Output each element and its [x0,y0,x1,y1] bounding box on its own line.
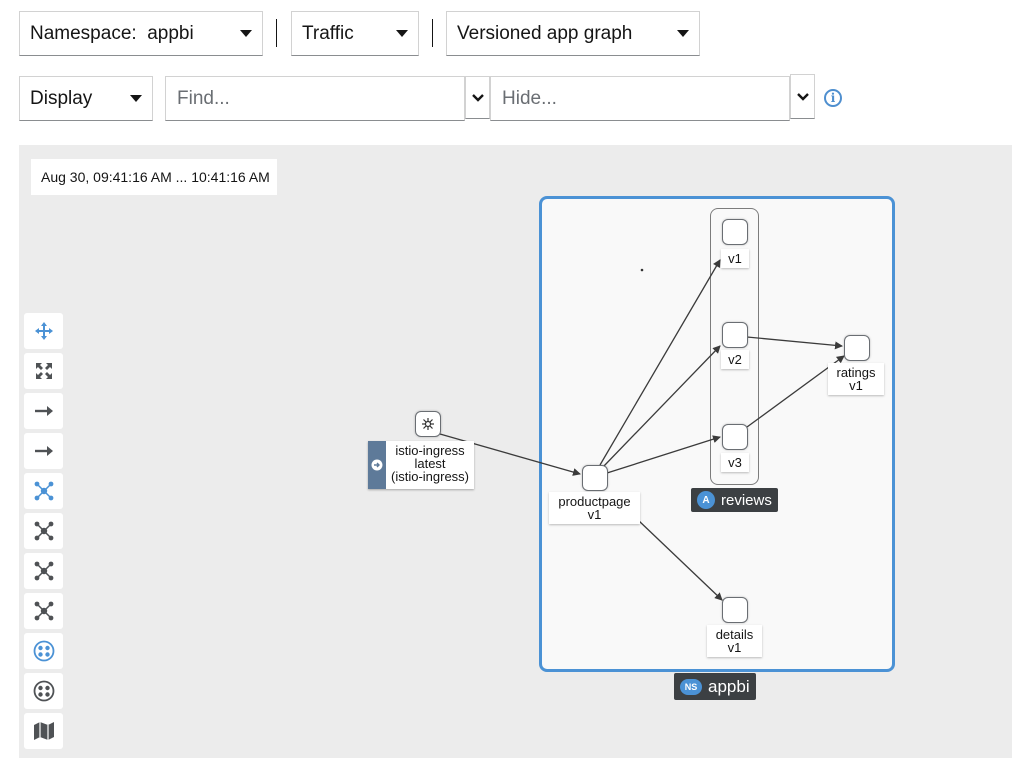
graph-type-dropdown-label: Versioned app graph [457,22,633,44]
zoom-out-button[interactable] [24,433,63,469]
entry-point-marker [368,441,386,489]
productpage-name: productpage [558,494,631,509]
edge-reviews-v2-ratings[interactable] [746,336,843,350]
hide-history-toggle[interactable] [790,74,815,119]
ingress-version: latest [414,456,446,471]
productpage-label: productpage v1 [549,492,640,524]
edge-productpage-reviews-v3[interactable] [606,435,721,474]
namespace-badge-name: appbi [708,676,750,696]
node-boxing-button[interactable] [24,673,63,709]
info-icon[interactable]: i [824,89,842,107]
edge-reviews-v3-ratings[interactable] [746,355,845,428]
traffic-dropdown-label: Traffic [302,22,354,44]
ratings-name: ratings [836,365,876,380]
toolbar-divider [432,19,433,47]
layout-1-button[interactable] [24,513,63,549]
reviews-v3-version: v3 [728,455,742,470]
topology-icon [34,521,53,541]
traffic-dropdown[interactable]: Traffic [291,11,419,56]
find-input[interactable] [165,76,465,121]
chevron-down-icon [677,30,689,37]
reviews-v2-version: v2 [728,352,742,367]
topology-icon [34,561,53,581]
node-reviews-v1[interactable] [722,219,748,245]
edge-productpage-reviews-v1[interactable] [599,259,721,466]
chevron-down-icon [130,95,142,102]
arrow-right-circle-icon [371,459,383,471]
node-layout-icon [33,680,54,702]
zoom-in-button[interactable] [24,393,63,429]
map-icon [33,722,54,740]
toolbar-divider [276,19,277,47]
details-version: v1 [727,640,742,655]
ratings-version: v1 [849,378,863,393]
edge-productpage-details[interactable] [637,519,723,601]
arrow-right-icon [34,406,53,416]
pan-icon [34,322,53,340]
node-details[interactable] [722,597,748,623]
chevron-down-icon [796,92,809,101]
app-badge-letter: A [697,491,715,509]
arrow-right-icon [34,446,53,456]
pan-button[interactable] [24,313,63,349]
namespace-boxing-button[interactable] [24,633,63,669]
reviews-v1-label: v1 [721,249,749,268]
layout-2-button[interactable] [24,553,63,589]
legend-button[interactable] [24,713,63,749]
reviews-v1-version: v1 [728,251,742,266]
namespace-layout-icon [33,640,54,662]
node-reviews-v2[interactable] [722,322,748,348]
namespace-badge-letter: NS [680,678,702,695]
chevron-down-icon [240,30,252,37]
edge-productpage-reviews-v2[interactable] [602,345,721,468]
display-dropdown-label: Display [30,87,93,109]
node-reviews-v3[interactable] [722,424,748,450]
namespace-dropdown[interactable]: Namespace: appbi [19,11,263,56]
ingress-workload: (istio-ingress) [391,469,470,484]
find-history-toggle[interactable] [465,76,490,119]
app-box-reviews[interactable] [710,208,759,485]
time-range-badge: Aug 30, 09:41:16 AM ... 10:41:16 AM [31,159,277,195]
topology-icon [34,481,53,501]
time-range-text: Aug 30, 09:41:16 AM ... 10:41:16 AM [41,169,270,185]
edge-ingress-productpage[interactable] [439,433,581,476]
display-dropdown[interactable]: Display [19,76,153,121]
expand-icon [35,363,52,379]
fit-button[interactable] [24,353,63,389]
app-badge-name: reviews [721,491,772,509]
ratings-label: ratings v1 [828,363,884,395]
node-productpage[interactable] [582,465,608,491]
chevron-down-icon [396,30,408,37]
ingress-name: istio-ingress [395,443,465,458]
hide-input[interactable] [490,76,790,121]
details-name: details [715,627,754,642]
node-istio-ingress[interactable] [415,411,441,437]
reviews-v2-label: v2 [721,350,749,369]
stray-dot [640,268,644,272]
reviews-v3-label: v3 [721,453,749,472]
productpage-version: v1 [587,507,602,522]
node-ratings[interactable] [844,335,870,361]
app-badge-reviews: A reviews [691,488,778,512]
graph-type-dropdown[interactable]: Versioned app graph [446,11,700,56]
namespace-dropdown-label: Namespace: appbi [30,22,194,44]
ingress-label: istio-ingress latest (istio-ingress) [368,441,475,489]
details-label: details v1 [707,625,762,657]
gateway-icon [422,418,434,430]
graph-edges [439,259,845,601]
layout-3-button[interactable] [24,593,63,629]
layout-default-button[interactable] [24,473,63,509]
chevron-down-icon [471,93,484,102]
topology-icon [34,601,53,621]
namespace-badge: NS appbi [674,673,756,700]
graph-canvas[interactable]: Aug 30, 09:41:16 AM ... 10:41:16 AM [19,145,1012,758]
